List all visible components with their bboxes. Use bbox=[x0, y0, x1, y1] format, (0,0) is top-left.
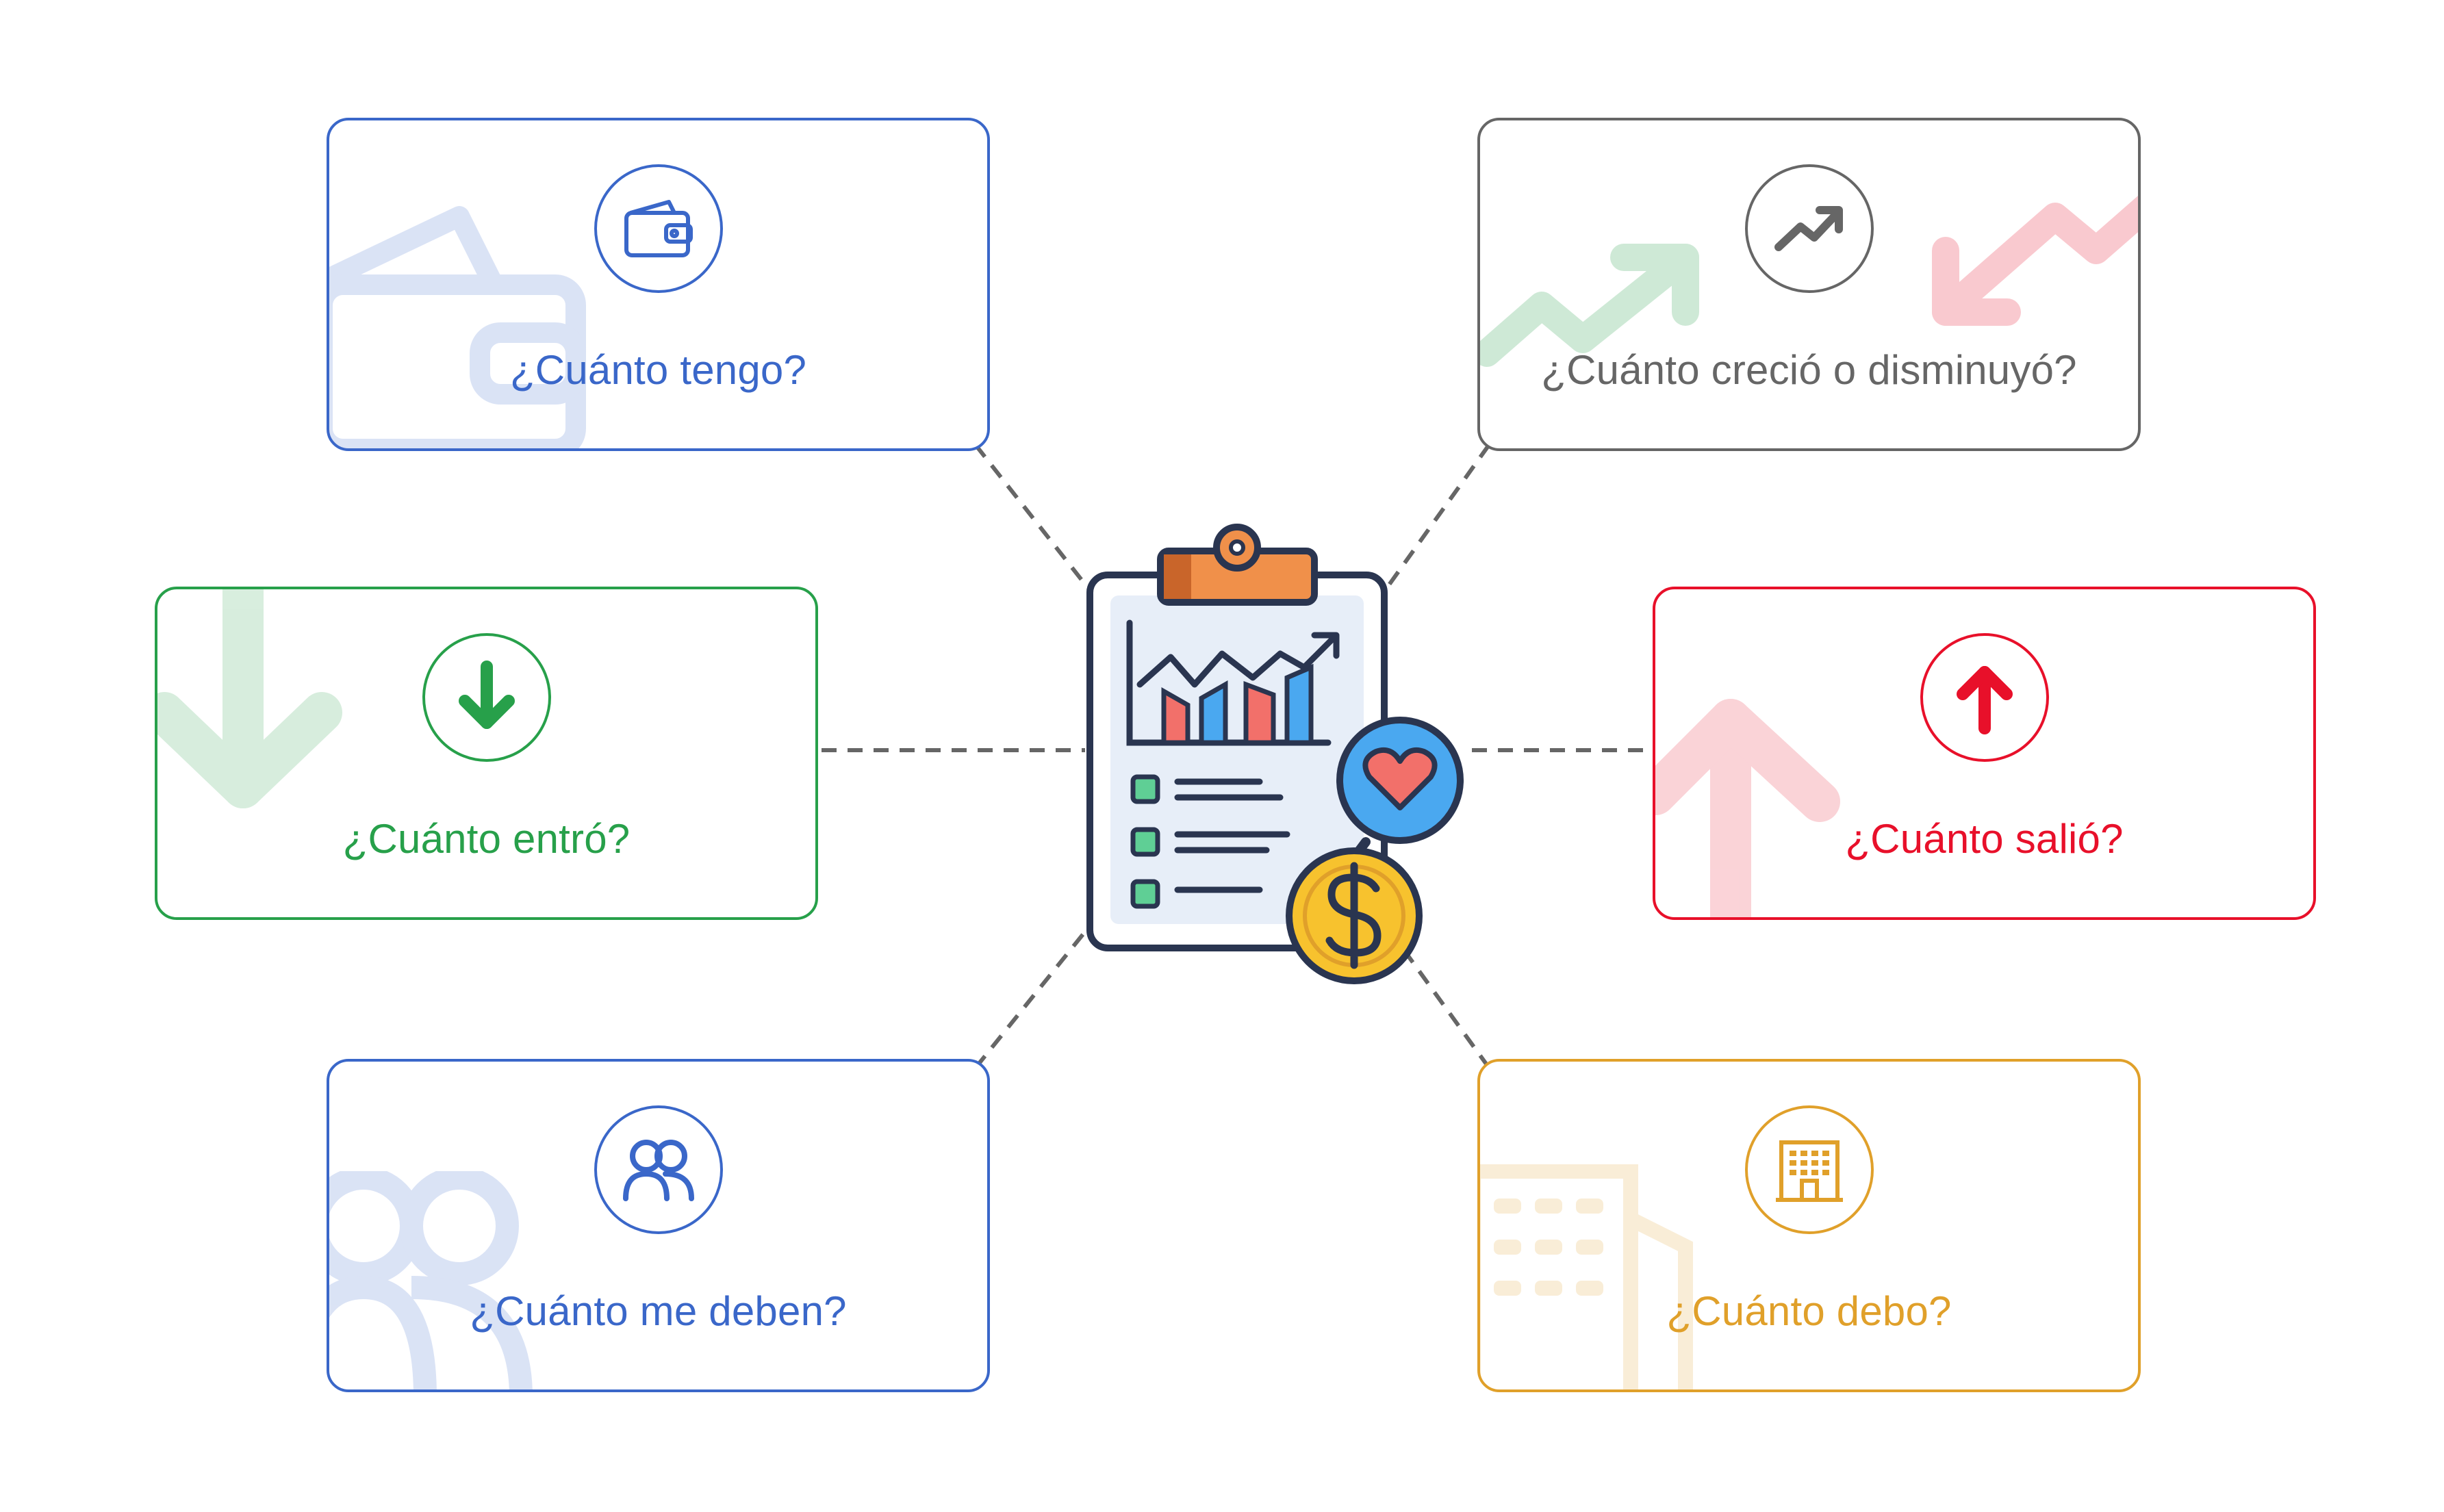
card-label: ¿Cuánto debo? bbox=[1666, 1288, 1952, 1334]
building-watermark-icon bbox=[1480, 1164, 1693, 1389]
chart-trend-line bbox=[1136, 633, 1338, 688]
trend-up-watermark-icon bbox=[1480, 244, 1699, 367]
wallet-icon bbox=[624, 200, 693, 257]
checkbox-1 bbox=[1130, 774, 1160, 804]
checkbox-2 bbox=[1130, 827, 1160, 857]
dollar-sign-icon bbox=[1325, 862, 1382, 969]
card-cuanto-entro: ¿Cuánto entró? bbox=[155, 587, 818, 920]
arrow-down-icon-circle bbox=[422, 633, 551, 762]
card-cuanto-tengo: ¿Cuánto tengo? bbox=[327, 118, 990, 451]
chart-bar-blue-2 bbox=[1284, 663, 1314, 745]
card-label: ¿Cuánto entró? bbox=[342, 816, 631, 862]
wallet-icon-circle bbox=[594, 164, 723, 293]
building-icon-circle bbox=[1744, 1105, 1874, 1234]
building-icon bbox=[1775, 1140, 1843, 1202]
trend-up-icon bbox=[1774, 206, 1843, 251]
financial-report-clipboard-icon bbox=[1086, 524, 1464, 984]
chart-bar-red-2 bbox=[1243, 680, 1276, 745]
clip-shade bbox=[1164, 554, 1191, 599]
wallet-watermark-icon bbox=[329, 206, 586, 448]
card-label: ¿Cuánto creció o disminuyó? bbox=[1541, 347, 2077, 393]
arrow-up-watermark-icon bbox=[1655, 699, 1840, 917]
chart-bar-red bbox=[1161, 687, 1191, 745]
trend-icon-circle bbox=[1744, 164, 1874, 293]
arrow-up-icon bbox=[1956, 666, 2013, 734]
people-icon bbox=[622, 1140, 694, 1201]
connector-crecio bbox=[1384, 444, 1491, 590]
connector-deben bbox=[973, 926, 1091, 1069]
chart-bar-blue bbox=[1199, 680, 1228, 745]
card-cuanto-debo: ¿Cuánto debo? bbox=[1477, 1059, 2141, 1392]
arrow-down-watermark-icon bbox=[157, 589, 342, 808]
card-label: ¿Cuánto me deben? bbox=[470, 1288, 847, 1334]
people-watermark-icon bbox=[329, 1171, 533, 1389]
chart-trend-arrowhead bbox=[1311, 632, 1340, 659]
heart-icon bbox=[1362, 747, 1438, 810]
connector-tengo bbox=[973, 444, 1091, 590]
people-icon-circle bbox=[594, 1105, 723, 1234]
card-cuanto-me-deben: ¿Cuánto me deben? bbox=[327, 1059, 990, 1392]
card-label: ¿Cuánto salió? bbox=[1845, 816, 2124, 862]
clip-hole bbox=[1229, 539, 1245, 556]
card-label: ¿Cuánto tengo? bbox=[509, 347, 807, 393]
arrow-up-icon-circle bbox=[1920, 633, 2049, 762]
card-cuanto-salio: ¿Cuánto salió? bbox=[1653, 587, 2316, 920]
arrow-down-icon bbox=[458, 661, 515, 729]
checkbox-3 bbox=[1130, 879, 1160, 909]
trend-down-watermark-icon bbox=[1932, 196, 2138, 326]
card-cuanto-crecio: ¿Cuánto creció o disminuyó? bbox=[1477, 118, 2141, 451]
